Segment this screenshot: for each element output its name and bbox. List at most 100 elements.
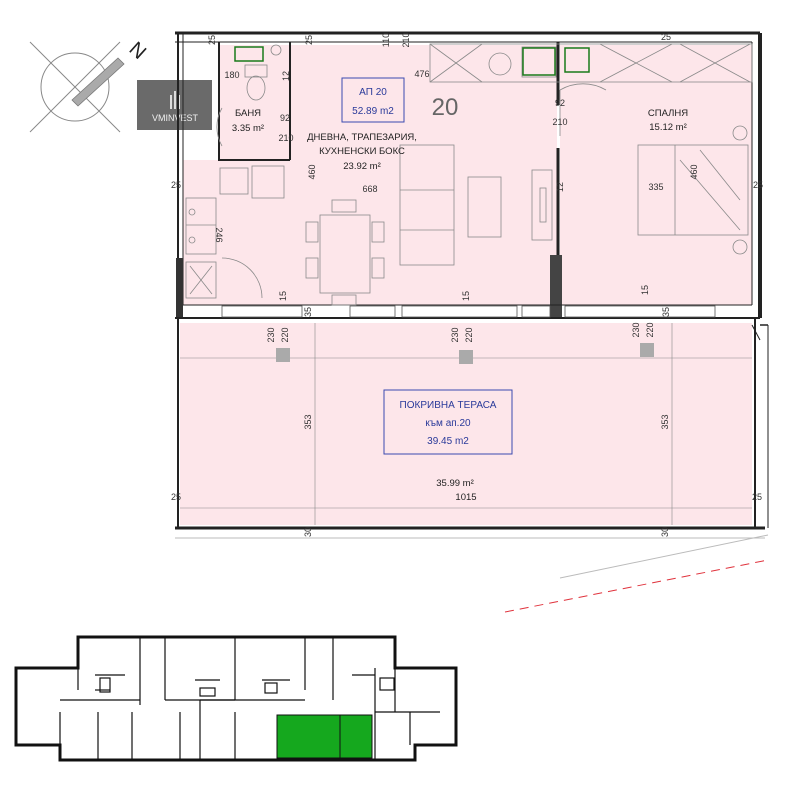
- room-fill-living: [220, 45, 557, 305]
- washbasin-icon: [522, 47, 556, 76]
- dim-label: 15: [278, 291, 288, 301]
- chair-icon: [305, 257, 319, 279]
- dim-label: 25: [752, 492, 762, 502]
- terrace-width: 1015: [455, 492, 476, 503]
- bedroom-name: СПАЛНЯ: [648, 108, 688, 119]
- compass: N: [29, 38, 150, 133]
- compass-circle: [40, 52, 110, 122]
- terrace-drains: [276, 343, 654, 364]
- bed-icon: [637, 144, 749, 236]
- dim-label: 210: [278, 133, 293, 143]
- counter-line: [429, 43, 483, 83]
- terrace-tag-box: [383, 389, 513, 455]
- door-swing-icon: [221, 257, 263, 299]
- tv-icon: [539, 187, 547, 223]
- wall-left-block: [176, 258, 183, 318]
- toilet-bowl-icon: [246, 75, 266, 101]
- chair-icon: [371, 221, 385, 243]
- dim-label: 220: [464, 327, 474, 342]
- bedroom-area: 15.12 m²: [649, 122, 687, 133]
- window: [349, 305, 396, 318]
- dim-label: 110: [381, 33, 391, 47]
- dim-label: 30: [303, 527, 313, 537]
- chair-icon: [331, 294, 357, 306]
- dim-label: 30: [660, 527, 670, 537]
- counter-line: [599, 43, 673, 83]
- wall-column: [550, 255, 562, 317]
- toilet-icon: [244, 64, 268, 78]
- dim-label: 15: [461, 291, 471, 301]
- washbasin-icon: [564, 47, 590, 73]
- walls: [175, 31, 762, 319]
- apartment-tag-line2: 52.89 m2: [352, 106, 394, 117]
- dim-label: 230: [266, 327, 276, 342]
- hob-icon: [488, 52, 512, 76]
- chair-icon: [331, 199, 357, 213]
- terrace-tag-line3: 39.45 m2: [427, 436, 469, 447]
- outside-lines: [175, 534, 769, 613]
- dim-label: 25: [304, 35, 314, 45]
- dim-label: 335: [648, 182, 663, 192]
- apartment-tag-box: [341, 77, 405, 123]
- cabinet-knob-icon: [188, 208, 196, 216]
- cabinet-knob-icon: [188, 236, 196, 244]
- apartment-tag-line1: АП 20: [359, 87, 387, 98]
- bed-sheet-line: [699, 149, 741, 201]
- key-plan-interior: [59, 637, 440, 760]
- counter-line: [679, 43, 751, 83]
- drain-icon: [276, 348, 290, 362]
- living-name-line2: КУХНЕНСКИ БОКС: [319, 146, 405, 157]
- dim-label: 12: [281, 71, 291, 81]
- washbasin-icon: [234, 46, 264, 62]
- washing-machine-icon: [185, 261, 217, 299]
- chair-icon: [305, 221, 319, 243]
- logo-text: VMINVEST: [152, 113, 199, 123]
- dim-label: 460: [307, 164, 317, 179]
- dim-label: 25: [207, 35, 217, 45]
- dim-label: 353: [660, 414, 670, 429]
- coffee-table: [467, 176, 502, 238]
- dim-label: 12: [555, 182, 565, 192]
- living-area: 23.92 m²: [343, 161, 381, 172]
- dim-label: 92: [280, 113, 290, 123]
- windows: [221, 305, 716, 318]
- logo: VMINVEST: [137, 80, 212, 130]
- dim-label: 230: [631, 322, 641, 337]
- bath-fixture-icon: [270, 44, 282, 56]
- dim-label: 92: [555, 98, 565, 108]
- dining-table: [319, 214, 371, 294]
- compass-arrow-icon: [71, 57, 125, 107]
- kitchen-cabinet: [185, 197, 217, 255]
- dim-label: 15: [640, 285, 650, 295]
- terrace-tag-line2: към ап.20: [425, 418, 471, 429]
- bathroom-area: 3.35 m²: [232, 123, 264, 134]
- terrace-tag-line1: ПОКРИВНА ТЕРАСА: [400, 400, 497, 411]
- dim-label: 668: [362, 184, 377, 194]
- terrace-tag: ПОКРИВНА ТЕРАСА към ап.20 39.45 m2: [383, 389, 513, 455]
- kitchen-sink-icon: [219, 167, 249, 195]
- compass-north-label: N: [125, 38, 150, 64]
- room-labels: БАНЯ 3.35 m² ДНЕВНА, ТРАПЕЗАРИЯ, КУХНЕНС…: [232, 108, 688, 172]
- dim-label: 180: [224, 70, 239, 80]
- cooktop-icon: [251, 165, 285, 199]
- bed-sheet-line: [679, 159, 741, 231]
- window: [221, 305, 303, 318]
- dim-label: 35: [661, 307, 671, 317]
- key-plan-highlight: [276, 714, 373, 759]
- nightstand-icon: [732, 125, 748, 141]
- drain-icon: [459, 350, 473, 364]
- chair-icon: [371, 257, 385, 279]
- dim-label: 476: [414, 69, 429, 79]
- furniture: [185, 43, 753, 306]
- terrace-ext-line: [751, 324, 761, 341]
- window: [564, 305, 716, 318]
- red-dashed-line: [504, 559, 769, 613]
- dim-label: 25: [753, 180, 763, 190]
- dim-label: 220: [645, 322, 655, 337]
- tv-unit: [531, 169, 553, 241]
- terrace-area: 35.99 m²: [436, 478, 474, 489]
- bathroom-name: БАНЯ: [235, 108, 261, 119]
- compass-line: [29, 41, 121, 133]
